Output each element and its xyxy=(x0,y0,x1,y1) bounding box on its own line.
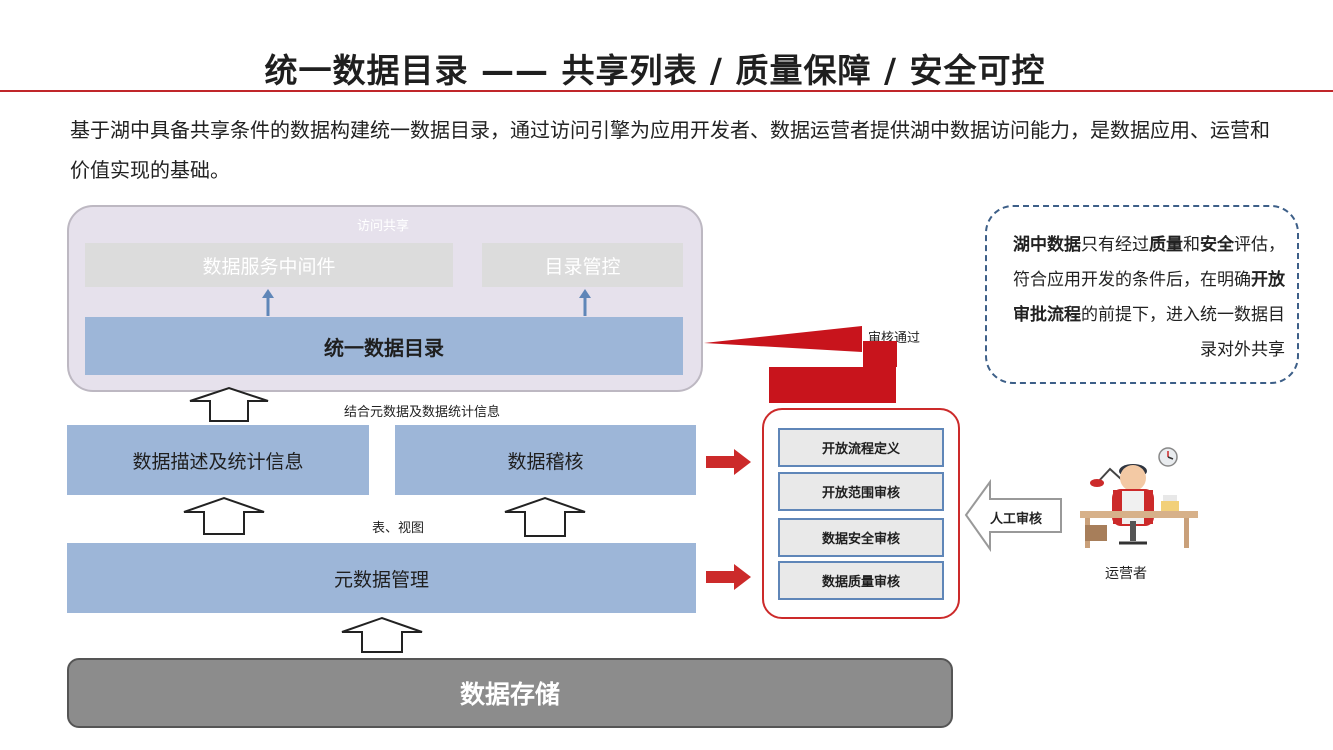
approval-step: 开放范围审核 xyxy=(778,472,944,511)
tables-views-label: 表、视图 xyxy=(372,521,425,536)
left-arrow-icon xyxy=(964,478,1062,553)
note-segment: 只有经过 xyxy=(1081,235,1149,255)
note-emphasis: 质量 xyxy=(1149,235,1183,255)
approval-step: 开放流程定义 xyxy=(778,428,944,467)
note-callout xyxy=(985,205,1299,384)
note-segment: 的前提下，进入统一数据目录对外共享 xyxy=(1081,305,1285,360)
intro-paragraph: 基于湖中具备共享条件的数据构建统一数据目录，通过访问引擎为应用开发者、数据运营者… xyxy=(70,118,1270,182)
approval-connector xyxy=(704,326,862,352)
approval-block xyxy=(863,341,897,367)
approval-step: 数据质量审核 xyxy=(778,561,944,600)
page-title: 统一数据目录 —— 共享列表 / 质量保障 / 安全可控 xyxy=(264,51,1046,90)
note-emphasis: 开放审批流程 xyxy=(1013,270,1285,325)
data-storage-box: 数据存储 xyxy=(67,658,953,728)
hollow-up-arrow-icon xyxy=(341,616,423,653)
note-emphasis: 安全 xyxy=(1200,235,1234,255)
middleware-box: 数据服务中间件 xyxy=(85,243,453,287)
note-text: 湖中数据只有经过质量和安全评估，符合应用开发的条件后，在明确开放审批流程的前提下… xyxy=(1000,228,1285,368)
up-arrow-icon xyxy=(579,289,591,316)
approval-block xyxy=(769,367,896,403)
access-share-label: 访问共享 xyxy=(356,219,409,234)
hollow-up-arrow-icon xyxy=(183,496,265,535)
right-arrow-icon xyxy=(706,564,751,590)
hollow-up-arrow-icon xyxy=(189,386,269,422)
data-audit-box: 数据稽核 xyxy=(395,425,696,495)
description-stats-box: 数据描述及统计信息 xyxy=(67,425,369,495)
right-arrow-icon xyxy=(706,449,751,475)
title-divider xyxy=(0,90,1333,92)
catalog-management-box: 目录管控 xyxy=(482,243,683,287)
approval-step: 数据安全审核 xyxy=(778,518,944,557)
hollow-up-arrow-icon xyxy=(504,496,586,537)
metadata-management-box: 元数据管理 xyxy=(67,543,696,613)
note-segment: 评估，符合应用开发的条件后，在明确 xyxy=(1013,235,1285,290)
unified-catalog-box: 统一数据目录 xyxy=(85,317,683,375)
manual-review-label: 人工审核 xyxy=(990,512,1043,527)
operator-label: 运营者 xyxy=(1105,566,1147,582)
note-segment: 和 xyxy=(1183,235,1200,255)
up-arrow-icon xyxy=(262,289,274,316)
operator-illustration xyxy=(1080,447,1198,548)
combine-metadata-label: 结合元数据及数据统计信息 xyxy=(344,405,501,420)
note-emphasis: 湖中数据 xyxy=(1013,235,1081,255)
